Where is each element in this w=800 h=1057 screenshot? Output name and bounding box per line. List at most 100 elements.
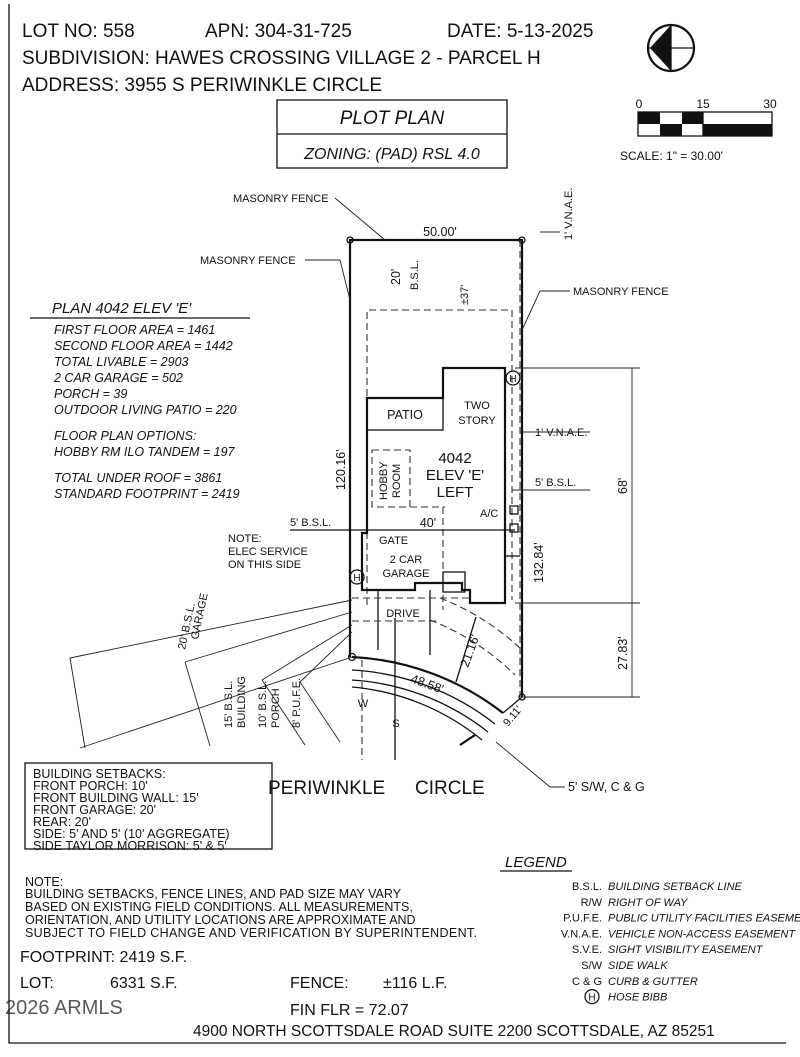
scale-tick: 0 [636,97,643,111]
plot-plan-title: PLOT PLAN [340,108,445,129]
hobby-room-label: HOBBY [378,461,390,500]
masonry-fence-label: MASONRY FENCE [233,193,329,205]
general-note: NOTE: BUILDING SETBACKS, FENCE LINES, AN… [25,875,477,940]
dim-left-side: 120.16' [334,449,348,490]
house-outline [360,366,507,605]
company-address: 4900 NORTH SCOTTSDALE ROAD SUITE 2200 SC… [193,1023,715,1040]
front-property-line [351,655,504,714]
address: ADDRESS: 3955 S PERIWINKLE CIRCLE [22,75,382,96]
ac-label: A/C [480,508,498,520]
plan-line: SECOND FLOOR AREA = 1442 [54,339,233,353]
house-plan-label: 4042 [438,450,471,467]
plan-line: OUTDOOR LIVING PATIO = 220 [54,403,237,417]
setback-pufe: 8' P.U.F.E. [291,678,303,728]
house-plan-label: ELEV 'E' [426,467,484,484]
plan-line: FLOOR PLAN OPTIONS: [54,429,196,443]
note-line: NOTE: [25,875,63,889]
dim-37: ±37' [459,285,471,305]
patio [366,397,444,431]
vnae-side: 1' V.N.A.E. [535,427,587,439]
footer: FOOTPRINT: 2419 S.F. LOT: 6331 S.F. FENC… [5,949,715,1040]
patio-label: PATIO [387,408,423,422]
sewer-line-label: S [392,718,399,730]
legend-desc: BUILDING SETBACK LINE [608,881,743,893]
house-plan-label: LEFT [437,484,474,501]
dim-rear-bsl: 20' [389,269,403,285]
apn: APN: 304-31-725 [205,21,352,42]
scale-tick: 30 [763,97,777,111]
legend-abbr: C & G [572,976,602,988]
hose-bibb-symbol: H [509,374,516,385]
plan-line: STANDARD FOOTPRINT = 2419 [54,487,240,501]
ac-unit [509,505,519,515]
street-name: PERIWINKLE [268,778,385,799]
dim-9: 9.11' [501,704,525,729]
dim-rear-bsl-abbr: B.S.L. [409,260,421,290]
side-bsl-right: 5' B.S.L. [535,477,576,489]
zoning: ZONING: (PAD) RSL 4.0 [303,146,480,163]
setback-porch: PORCH [270,688,282,728]
scale-bar: 0 15 30 SCALE: 1" = 30.00' [620,97,777,163]
legend-desc: SIGHT VISIBILITY EASEMENT [608,944,764,956]
dim-68: 68' [616,478,630,494]
legend-desc: PUBLIC UTILITY FACILITIES EASEMENT [608,913,800,925]
plan-line: FIRST FLOOR AREA = 1461 [54,323,215,337]
watermark: 2026 ARMLS [5,997,123,1019]
water-line-label: W [358,698,369,710]
vnae-top: 1' V.N.A.E. [563,188,575,240]
legend-abbr: B.S.L. [572,881,602,893]
fence-label: FENCE: [290,975,349,992]
elec-note: ON THIS SIDE [228,559,301,571]
plan-line: PORCH = 39 [54,387,127,401]
legend-abbr: V.N.A.E. [561,928,602,940]
drive-label: DRIVE [386,608,420,620]
lot-label: LOT: [20,975,54,992]
elec-note: ELEC SERVICE [228,546,308,558]
setback-line: SIDE TAYLOR MORRISON: 5' & 5' [33,839,227,853]
hose-bibb-icon [584,988,600,1005]
legend-abbr: H [588,993,595,1004]
setback-building: 15' B.S.L. [223,681,235,728]
side-bsl-left: 5' B.S.L. [290,517,331,529]
legend-desc: CURB & GUTTER [608,976,698,988]
hobby-room [371,449,411,508]
dim-21: 21.16' [458,633,483,669]
lot-boundary [348,238,524,697]
plan-line: TOTAL UNDER ROOF = 3861 [54,471,222,485]
drawing-labels: MASONRY FENCE MASONRY FENCE MASONRY FENC… [176,188,668,799]
legend-desc: SIDE WALK [608,960,668,972]
legend-abbr: S.V.E. [572,944,602,956]
date: DATE: 5-13-2025 [447,21,593,42]
garage-label: GARAGE [382,568,429,580]
dim-right-side: 132.84' [532,542,546,583]
note-line: ORIENTATION, AND UTILITY LOCATIONS ARE A… [25,913,416,927]
site-plan: H H [69,197,640,788]
legend-abbr: R/W [581,897,603,909]
plan-info: PLAN 4042 ELEV 'E' FIRST FLOOR AREA = 14… [30,300,250,501]
lot-number: LOT NO: 558 [22,21,135,42]
setback-line: BUILDING SETBACKS: [33,767,166,781]
plan-heading: PLAN 4042 ELEV 'E' [52,300,192,317]
fence-value: ±116 L.F. [383,975,448,992]
hobby-room-label: ROOM [391,464,403,498]
setback-line: FRONT GARAGE: 20' [33,803,156,817]
legend-desc: HOSE BIBB [608,992,667,1004]
note-line: BUILDING SETBACKS, FENCE LINES, AND PAD … [25,887,402,901]
setback-line: FRONT PORCH: 10' [33,779,148,793]
building-setbacks-box: BUILDING SETBACKS: FRONT PORCH: 10' FRON… [24,762,273,853]
street-name: CIRCLE [415,778,485,799]
setback-line: SIDE: 5' AND 5' (10' AGGREGATE) [33,827,230,841]
title-block: PLOT PLAN ZONING: (PAD) RSL 4.0 [276,99,508,169]
lot-value: 6331 S.F. [110,975,178,992]
plan-line: HOBBY RM ILO TANDEM = 197 [54,445,236,459]
note-line: BASED ON EXISTING FIELD CONDITIONS. ALL … [25,900,413,914]
hose-bibb-icon [349,569,365,585]
two-story-label: TWO [464,400,490,412]
hose-bibb-symbol: H [353,573,360,584]
masonry-fence-label: MASONRY FENCE [573,286,669,298]
dim-27: 27.83' [616,636,630,670]
setback-building: BUILDING [236,676,248,728]
two-story-label: STORY [458,415,496,427]
scale-label: SCALE: 1" = 30.00' [620,149,723,163]
